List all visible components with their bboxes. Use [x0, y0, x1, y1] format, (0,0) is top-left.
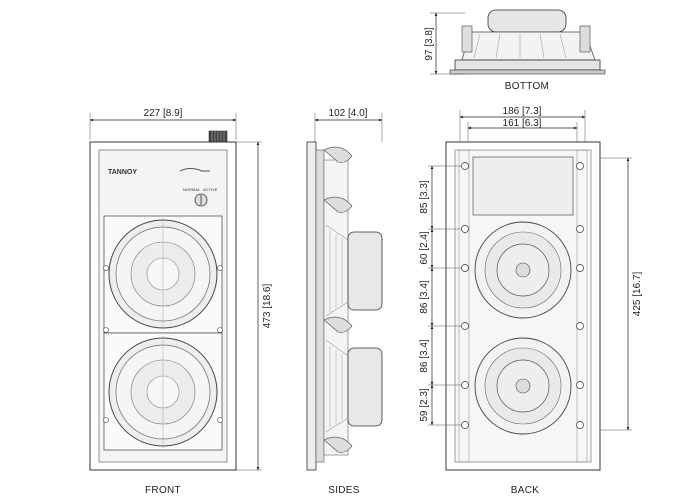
back-outer-width-dim: 186 [7.3]	[503, 106, 542, 117]
back-dim-3: 86 [3.4]	[419, 280, 430, 314]
back-label: BACK	[511, 485, 539, 496]
back-dim-5: 59 [2.3]	[419, 388, 430, 422]
bottom-flange	[454, 59, 601, 71]
front-width-dim: 227 [8.9]	[144, 108, 183, 119]
sides-label: SIDES	[328, 485, 360, 496]
back-upper-driver	[474, 221, 572, 319]
sides-view: 102 [4.0] SIDES	[306, 108, 383, 496]
bottom-view: 97 [3.8] BOTTOM	[424, 9, 606, 92]
grille-badge-icon	[179, 168, 210, 172]
back-screws	[461, 162, 584, 429]
front-view: 227 [8.9] TANNOY NORMAL ACTIVE	[89, 108, 273, 496]
side-flange	[306, 141, 317, 471]
upper-magnet	[347, 231, 383, 311]
back-dim-4: 86 [3.4]	[419, 339, 430, 373]
back-view: 186 [7.3] 161 [6.3]	[419, 106, 643, 496]
back-dim-2: 60 [2.4]	[419, 231, 430, 265]
control-label-active: ACTIVE	[203, 187, 218, 192]
back-inner-width-dim: 161 [6.3]	[503, 118, 542, 129]
back-dim-1: 85 [3.3]	[419, 180, 430, 214]
front-lower-woofer	[103, 332, 223, 451]
control-label-normal: NORMAL	[183, 187, 201, 192]
front-height-dim: 473 [18.6]	[262, 284, 273, 329]
back-crossover-box	[472, 156, 574, 216]
brand-logo: TANNOY	[108, 169, 137, 176]
back-lower-driver	[474, 337, 572, 435]
front-label: FRONT	[145, 485, 181, 496]
lower-magnet	[347, 347, 383, 427]
bottom-label: BOTTOM	[505, 81, 549, 92]
bottom-height-dim: 97 [3.8]	[424, 27, 435, 61]
back-height-dim: 425 [16.7]	[632, 272, 643, 317]
sides-depth-dim: 102 [4.0]	[329, 108, 368, 119]
front-upper-woofer	[103, 215, 223, 334]
